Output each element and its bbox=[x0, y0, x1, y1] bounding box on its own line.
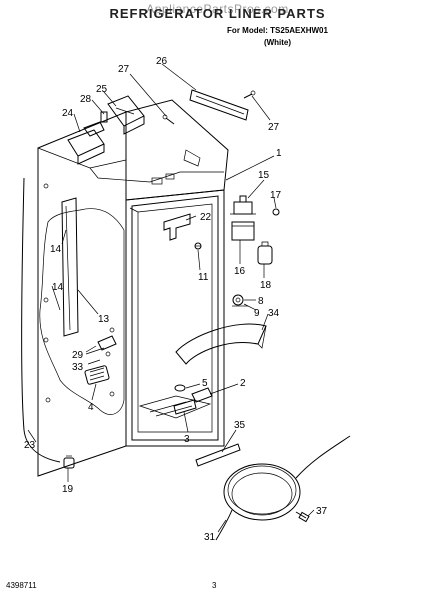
parts-29-33 bbox=[85, 335, 117, 357]
diagram-title: REFRIGERATOR LINER PARTS bbox=[109, 6, 326, 21]
callout-17: 17 bbox=[270, 190, 282, 201]
callout-25: 25 bbox=[96, 84, 108, 95]
callout-34: 34 bbox=[268, 308, 280, 319]
screw-11 bbox=[194, 242, 202, 250]
callout-24: 24 bbox=[62, 108, 74, 119]
thermostat-15 bbox=[230, 195, 256, 215]
document-number: 4398711 bbox=[6, 581, 37, 590]
screw-17 bbox=[272, 208, 280, 216]
callout-33: 33 bbox=[72, 362, 84, 373]
page-number: 3 bbox=[212, 581, 217, 590]
callout-31: 31 bbox=[204, 532, 216, 543]
cover-part-34 bbox=[175, 323, 267, 365]
callout-14-lower: 14 bbox=[52, 282, 64, 293]
callout-13: 13 bbox=[98, 314, 110, 325]
callout-18-label: 18 bbox=[260, 280, 272, 291]
callout-27-right: 27 bbox=[268, 122, 280, 133]
damper-housing-part bbox=[67, 121, 105, 165]
cover-16 bbox=[231, 221, 255, 241]
callout-27-top-left: 27 bbox=[118, 64, 130, 75]
callout-2: 2 bbox=[240, 378, 246, 389]
callout-16: 16 bbox=[234, 266, 246, 277]
callout-11: 11 bbox=[198, 272, 209, 283]
callout-1: 1 bbox=[276, 148, 282, 159]
callout-28: 28 bbox=[80, 94, 92, 105]
callout-29: 29 bbox=[72, 350, 84, 361]
lamp-18 bbox=[257, 241, 273, 265]
callout-8: 8 bbox=[258, 296, 264, 307]
leader-lines bbox=[27, 63, 315, 533]
fitting-37 bbox=[295, 511, 310, 523]
model-number: For Model: TS25AEXHW01 bbox=[227, 26, 328, 35]
callout-9: 9 bbox=[254, 308, 260, 319]
callout-19-label: 19 bbox=[62, 484, 74, 495]
socket-8-9 bbox=[232, 294, 248, 307]
bracket-3 bbox=[173, 399, 197, 415]
washer-5 bbox=[174, 384, 186, 392]
callout-15: 15 bbox=[258, 170, 270, 181]
callout-26: 26 bbox=[156, 56, 168, 67]
connector-35 bbox=[195, 443, 241, 467]
rail-part-26 bbox=[189, 89, 249, 121]
callout-5: 5 bbox=[202, 378, 208, 389]
liner-cabinet bbox=[37, 99, 229, 477]
light-socket-4 bbox=[84, 365, 110, 385]
callout-3: 3 bbox=[184, 434, 190, 445]
water-line-coil bbox=[215, 435, 351, 541]
callout-37: 37 bbox=[316, 506, 328, 517]
callout-4: 4 bbox=[88, 402, 94, 413]
bracket-part-22 bbox=[163, 213, 191, 241]
screw-27a bbox=[162, 114, 175, 125]
cover-2 bbox=[191, 387, 213, 403]
callout-23-label: 23 bbox=[24, 440, 36, 451]
bracket-part-25 bbox=[107, 95, 145, 135]
screw-27b bbox=[243, 90, 256, 99]
gasket-tube bbox=[21, 177, 61, 463]
clip-part-28 bbox=[100, 111, 108, 123]
callout-labels: 27 26 25 28 24 27 1 15 17 22 14 11 16 18… bbox=[24, 56, 328, 543]
drain-cup-part bbox=[63, 455, 75, 469]
callout-22: 22 bbox=[200, 212, 212, 223]
watermark: AppliancePartsPros.com bbox=[146, 2, 289, 16]
model-color: (White) bbox=[263, 38, 292, 47]
callout-14-upper: 14 bbox=[50, 244, 62, 255]
callout-35: 35 bbox=[234, 420, 246, 431]
